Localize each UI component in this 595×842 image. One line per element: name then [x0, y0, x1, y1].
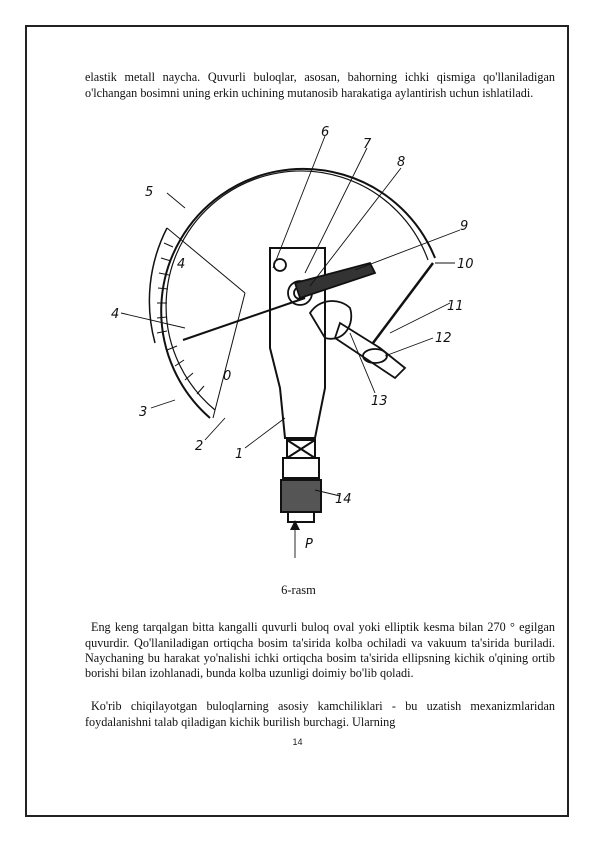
paragraph-disadvantages: Ko'rib chiqilayotgan buloqlarning asosiy… [85, 699, 555, 729]
label-11: 11 [447, 299, 464, 314]
gauge-diagram: 6 7 8 9 10 11 12 13 14 5 4 3 2 1 P 4 0 [111, 125, 474, 558]
label-12: 12 [435, 331, 452, 346]
label-5: 5 [145, 185, 153, 200]
label-6: 6 [321, 125, 329, 140]
figure-bourdon-gauge: 6 7 8 9 10 11 12 13 14 5 4 3 2 1 P 4 0 [105, 118, 485, 563]
scale-ticks [156, 242, 205, 395]
gauge-body [269, 247, 326, 523]
scale-arc [148, 227, 168, 344]
label-4: 4 [111, 307, 119, 322]
label-7: 7 [363, 137, 372, 152]
page-frame [25, 25, 569, 817]
label-14: 14 [335, 492, 352, 507]
scale-mark-4: 4 [177, 257, 185, 272]
pressure-arrow [290, 520, 300, 530]
linkage-rod [372, 262, 434, 344]
label-pressure: P [305, 537, 313, 552]
scale-mark-0: 0 [223, 369, 231, 384]
label-2: 2 [195, 439, 203, 454]
label-1: 1 [235, 447, 243, 462]
label-3: 3 [139, 405, 147, 420]
paragraph-tube-description: Eng keng tarqalgan bitta kangalli quvurl… [85, 620, 555, 681]
label-13: 13 [371, 394, 388, 409]
label-8: 8 [397, 155, 405, 170]
pointer-needle [182, 297, 306, 341]
gear-mechanism [273, 258, 407, 380]
label-9: 9 [460, 219, 468, 234]
leader-lines [120, 135, 461, 558]
page-number: 14 [292, 737, 303, 747]
bourdon-tube [160, 167, 436, 419]
figure-caption: 6-rasm [281, 583, 316, 597]
label-10: 10 [457, 257, 474, 272]
paragraph-intro: elastik metall naycha. Quvurli buloqlar,… [85, 70, 555, 100]
